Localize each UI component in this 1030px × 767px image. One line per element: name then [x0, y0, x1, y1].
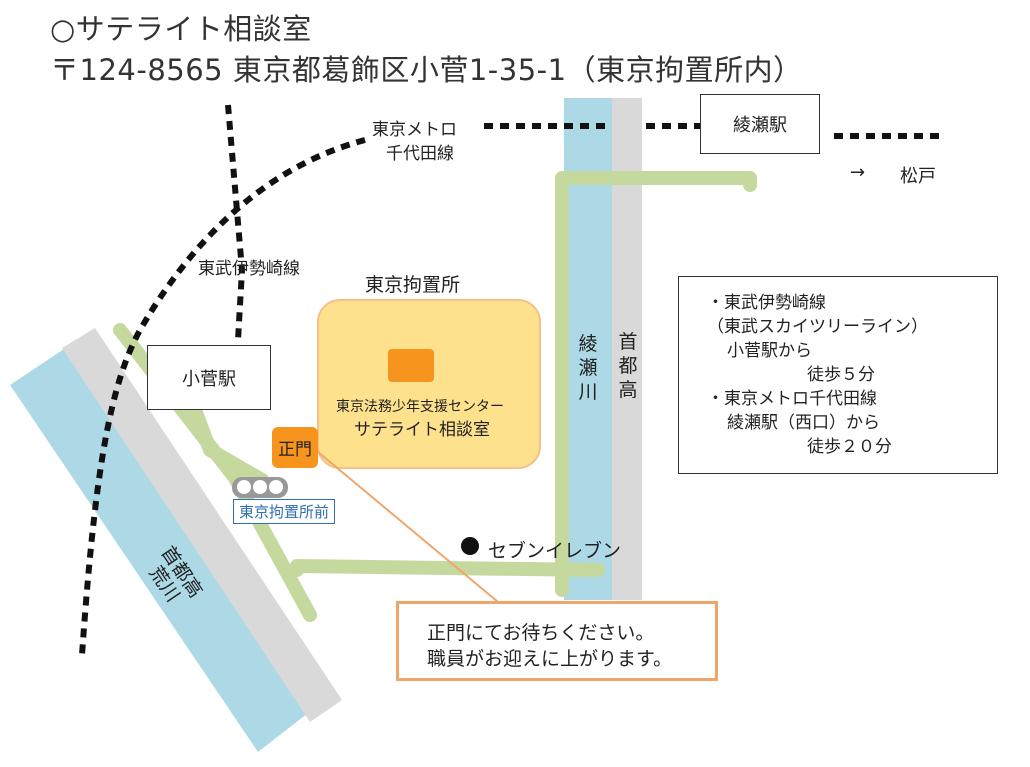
railway-tobu-isesaki [225, 104, 246, 341]
road-kosuge [188, 403, 269, 487]
matsudo-label: 松戸 [900, 166, 936, 187]
access-line: 徒歩５分 [807, 365, 875, 385]
note-line-2: 職員がお迎えに上がります。 [427, 648, 673, 670]
access-line: ・東京メトロ千代田線 [707, 389, 877, 409]
ayase-station: 綾瀬駅 [700, 94, 820, 154]
road-upper [555, 171, 757, 597]
detention-house-title: 東京拘置所 [365, 274, 461, 296]
bus-stop-circle-3 [269, 480, 283, 494]
address: 〒124-8565 東京都葛飾区小菅1-35-1（東京拘置所内） [50, 53, 803, 87]
satellite-room-label: サテライト相談室 [354, 420, 490, 440]
bus-stop-circle-2 [253, 480, 267, 494]
kosuge-station: 小菅駅 [147, 345, 271, 410]
arakawa-river [10, 345, 312, 752]
access-info-box: ・東武伊勢崎線 （東武スカイツリーライン） 小菅駅から 徒歩５分 ・東京メトロ千… [678, 276, 998, 474]
road-lower [290, 559, 605, 577]
railways [79, 104, 945, 656]
chiyoda-line-label-2: 千代田線 [386, 144, 454, 164]
satellite-room-marker [388, 349, 434, 382]
note-line-1: 正門にてお待ちください。 [427, 622, 655, 644]
waiting-note: 正門にてお待ちください。 職員がお迎えに上がります。 [396, 601, 718, 681]
tobu-isesaki-line-label: 東武伊勢崎線 [198, 259, 300, 279]
bus-stop-label: 東京拘置所前 [233, 499, 336, 524]
access-line: 小菅駅から [727, 341, 812, 361]
detention-house-building [317, 299, 541, 469]
main-gate: 正門 [272, 427, 318, 468]
expressway-diagonal [62, 328, 342, 722]
seven-eleven-dot [461, 537, 479, 555]
chiyoda-line-label-1: 東京メトロ [372, 120, 457, 140]
access-line: 徒歩２０分 [807, 437, 892, 457]
support-center-label: 東京法務少年支援センター [336, 399, 504, 415]
callout-line [317, 451, 499, 603]
arrow-icon: → [850, 162, 866, 183]
page-title: ○サテライト相談室 [50, 12, 312, 46]
access-line: ・東武伊勢崎線 [707, 293, 826, 313]
access-line: （東武スカイツリーライン） [707, 317, 928, 337]
seven-eleven-label: セブンイレブン [488, 540, 622, 562]
bus-stop-circle-1 [237, 480, 251, 494]
expressway-right-label: 首都高 [618, 331, 638, 401]
ayase-river-label: 綾瀬川 [578, 333, 598, 403]
access-line: 綾瀬駅（西口）から [727, 413, 880, 433]
